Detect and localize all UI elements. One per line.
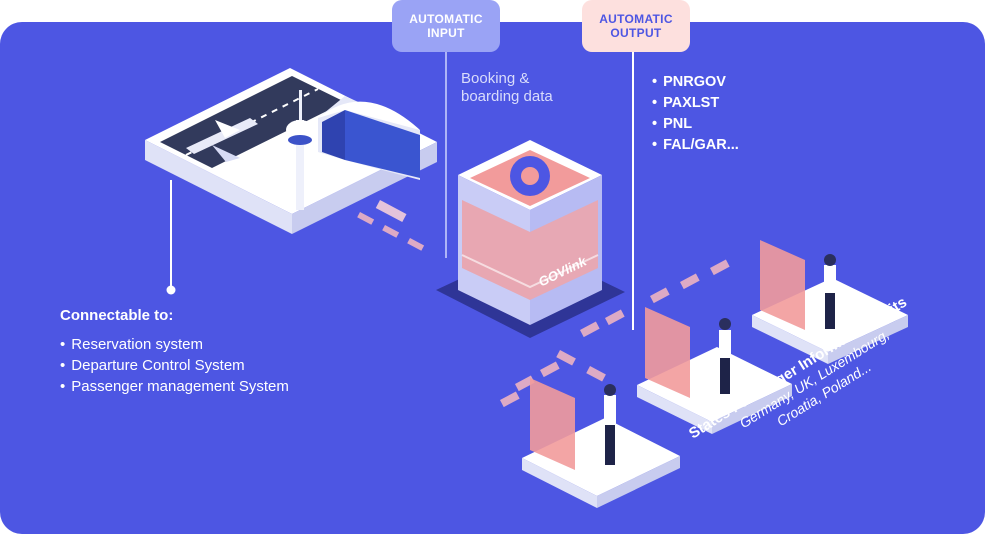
automatic-input-tag: AUTOMATIC INPUT xyxy=(392,0,500,52)
output-format: PNL xyxy=(652,114,739,135)
output-tag-line-2: OUTPUT xyxy=(610,26,662,40)
input-tag-line-2: INPUT xyxy=(427,26,465,40)
connectable-title: Connectable to: xyxy=(60,307,174,324)
officer-station-2 xyxy=(637,307,792,434)
connectable-item: Departure Control System xyxy=(60,355,289,376)
output-format: PAXLST xyxy=(652,93,739,114)
automatic-output-tag: AUTOMATIC OUTPUT xyxy=(582,0,690,52)
input-tag-line-1: AUTOMATIC xyxy=(409,12,483,26)
input-description: Booking & boarding data xyxy=(461,70,601,106)
data-path-dashes xyxy=(357,200,730,408)
input-desc-line-2: boarding data xyxy=(461,88,553,105)
connectable-list: Reservation system Departure Control Sys… xyxy=(60,334,289,397)
connectable-item: Reservation system xyxy=(60,334,289,355)
output-format: PNRGOV xyxy=(652,72,739,93)
govlink-server xyxy=(436,140,625,338)
output-formats-list: PNRGOV PAXLST PNL FAL/GAR... xyxy=(652,72,739,156)
output-format: FAL/GAR... xyxy=(652,135,739,156)
output-tag-line-1: AUTOMATIC xyxy=(599,12,673,26)
airport-illustration xyxy=(145,68,437,234)
officer-station-1 xyxy=(522,378,680,508)
connectable-item: Passenger management System xyxy=(60,376,289,397)
connect-dot xyxy=(166,285,176,295)
officer-station-3 xyxy=(752,240,908,364)
input-desc-line-1: Booking & xyxy=(461,70,530,87)
